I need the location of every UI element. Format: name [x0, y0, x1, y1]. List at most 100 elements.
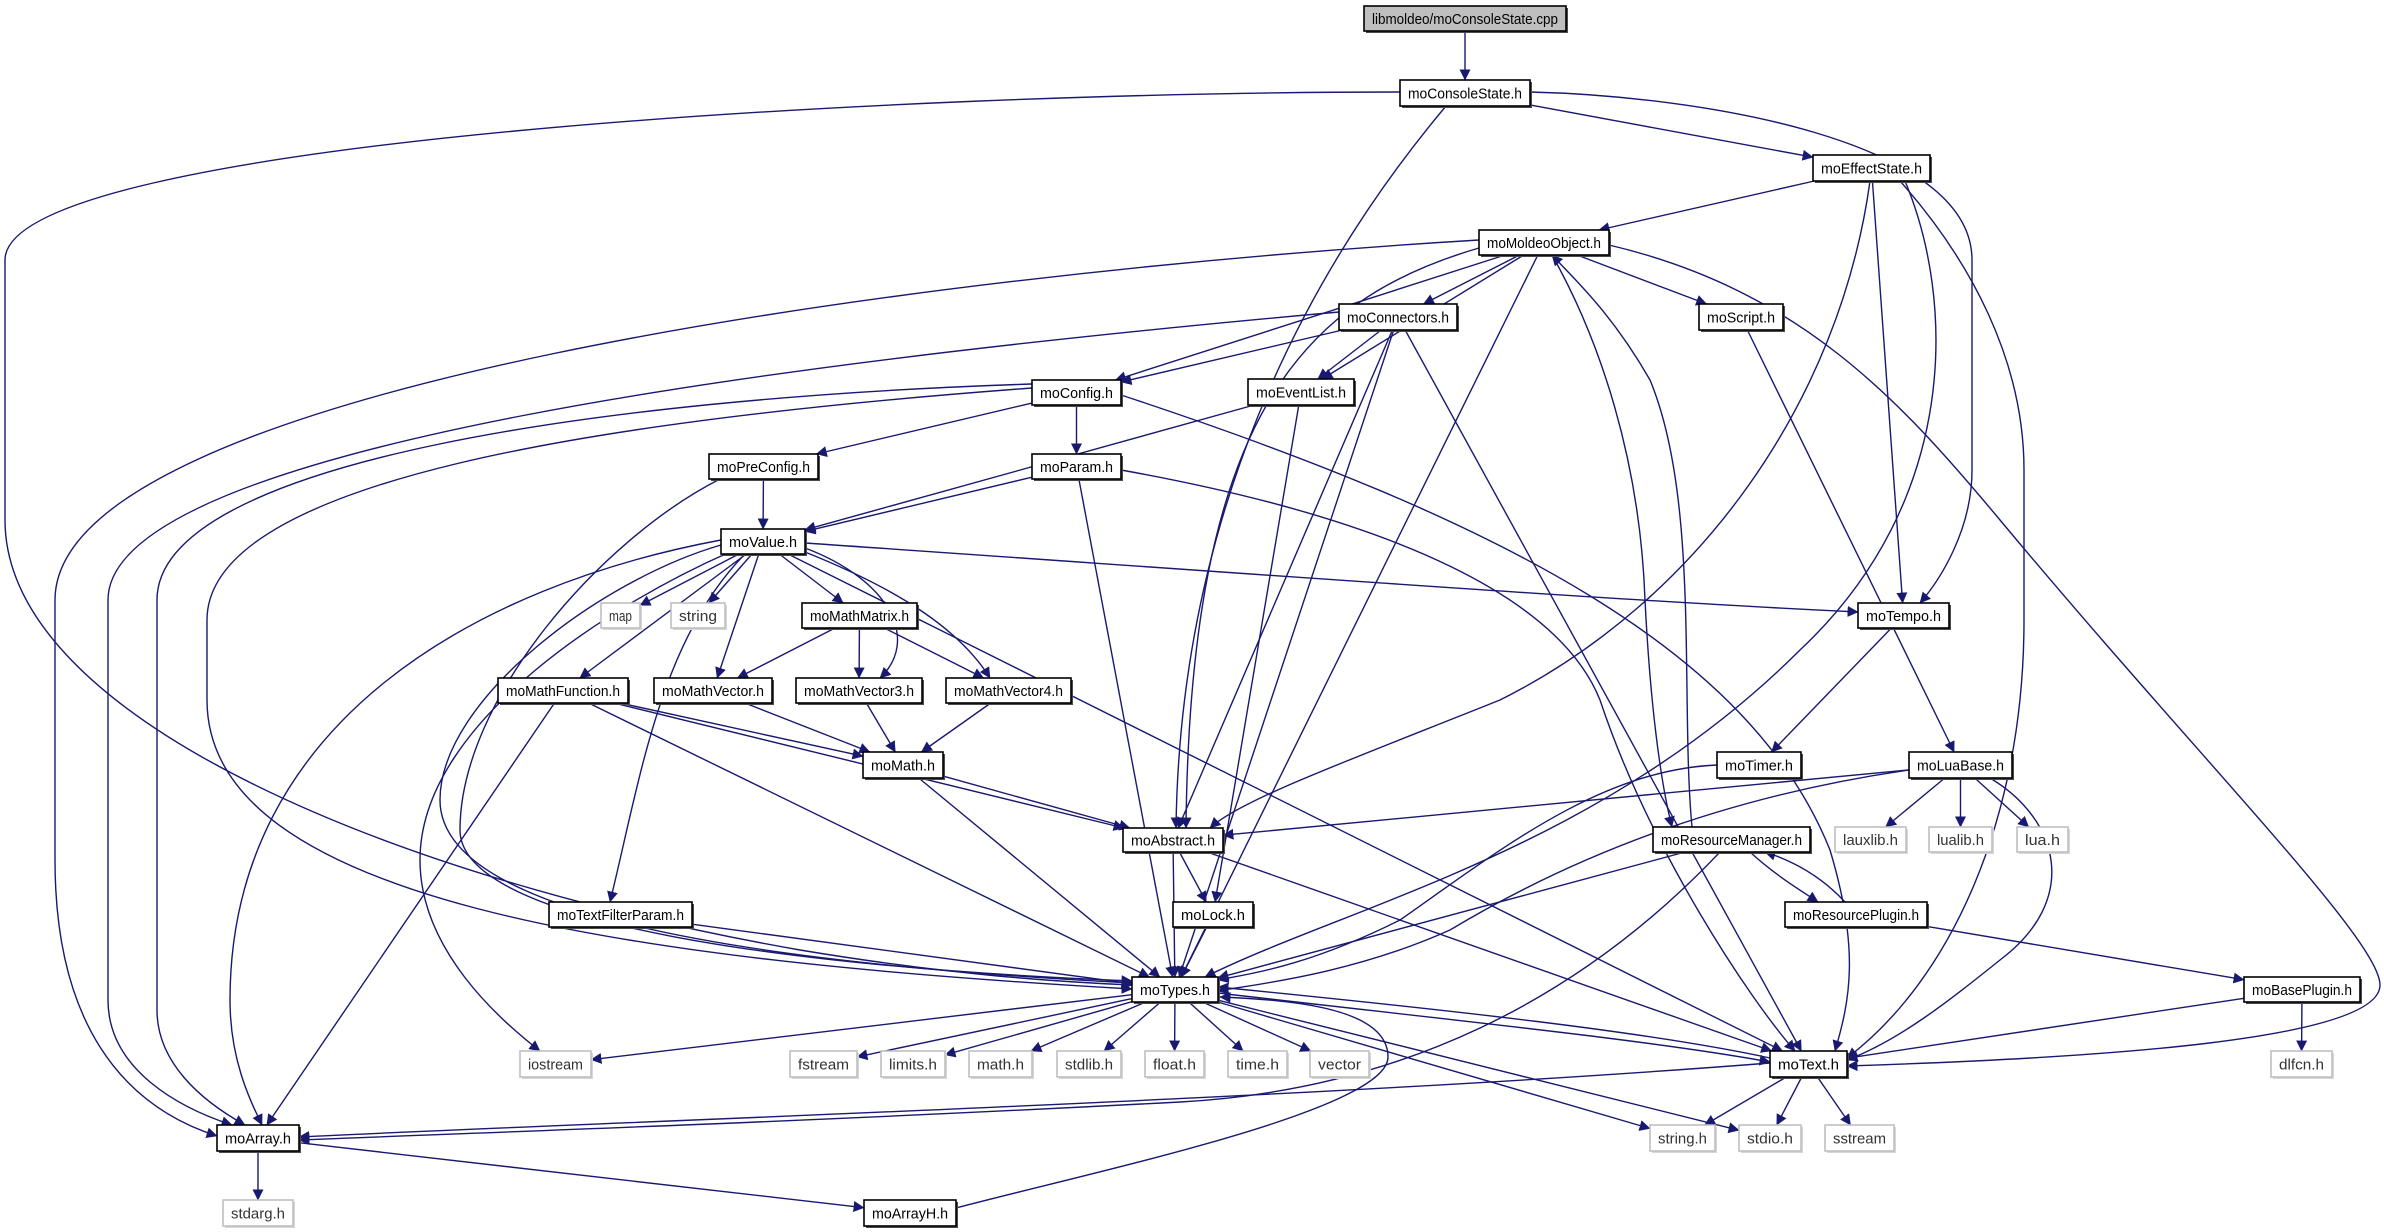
node-sstream: sstream [1824, 1124, 1896, 1153]
node-shadow [1772, 1053, 1849, 1079]
node-motext-h[interactable]: moText.h [1769, 1050, 1849, 1079]
node-momoldeoobject-h[interactable]: moMoldeoObject.h [1478, 229, 1611, 257]
node-vector: vector [1309, 1050, 1371, 1079]
node-shadow [971, 1053, 1034, 1079]
node-label: moArray.h [225, 1131, 291, 1148]
node-label: moPreConfig.h [717, 459, 810, 476]
edge-momoldeoobject-h-to-motypes-h [1180, 254, 1539, 978]
edge-motypes-h-to-stdlib-h [1103, 1001, 1162, 1052]
node-dlfcn-h: dlfcn.h [2270, 1050, 2334, 1079]
node-box [1247, 378, 1355, 406]
edge-motypes-h-to-time-h [1188, 1001, 1244, 1052]
node-moconfig-h[interactable]: moConfig.h [1031, 379, 1123, 407]
edge-moeffectstate-h-to-motext-h [1846, 180, 2025, 1059]
edge-motext-h-to-motypes-h [1217, 982, 1771, 1059]
node-shadow [883, 1053, 947, 1079]
node-libmoldeo-moconsolestate-cpp[interactable]: libmoldeo/moConsoleState.cpp [1363, 5, 1568, 33]
node-motimer-h[interactable]: moTimer.h [1716, 751, 1803, 780]
node-box [968, 1050, 1033, 1078]
node-momathmatrix-h[interactable]: moMathMatrix.h [801, 602, 919, 630]
node-shadow [656, 680, 774, 705]
node-motypes-h[interactable]: moTypes.h [1131, 976, 1220, 1004]
node-box [1363, 5, 1567, 32]
node-box [497, 677, 629, 704]
edge-moresourcemanager-h-to-momoldeoobject-h [1551, 254, 1693, 828]
edge-movalue-h-to-motext-h [787, 553, 1783, 1052]
node-momathvector3-h[interactable]: moMathVector3.h [795, 677, 924, 705]
node-shadow [804, 605, 919, 630]
node-box [1857, 602, 1950, 629]
edge-movalue-h-to-momathmatrix-h [778, 553, 844, 604]
node-moconnectors-h[interactable]: moConnectors.h [1338, 303, 1459, 332]
edge-moconsolestate-h-to-motempo-h [1529, 91, 1973, 604]
node-label: moResourcePlugin.h [1793, 907, 1919, 924]
node-moresourceplugin-h[interactable]: moResourcePlugin.h [1784, 901, 1929, 929]
node-moresourcemanager-h[interactable]: moResourceManager.h [1652, 826, 1812, 854]
node-lauxlib-h: lauxlib.h [1834, 826, 1908, 854]
node-momathvector4-h[interactable]: moMathVector4.h [945, 677, 1073, 705]
node-label: stdio.h [1747, 1131, 1793, 1148]
node-moluabase-h[interactable]: moLuaBase.h [1908, 751, 2014, 780]
node-shadow [1741, 1127, 1803, 1153]
node-label: moTypes.h [1140, 982, 1210, 999]
edge-moluabase-h-to-lauxlib-h [1885, 777, 1946, 828]
node-label: moLuaBase.h [1917, 758, 2004, 775]
node-box [670, 602, 726, 629]
node-box [1784, 901, 1928, 928]
edge-moeventlist-h-to-movalue-h [804, 404, 1255, 533]
node-box [1131, 976, 1219, 1003]
node-label: vector [1318, 1057, 1361, 1074]
edge-moresourcemanager-h-to-moresourceplugin-h [1749, 851, 1819, 903]
node-box [548, 901, 693, 928]
node-label: moArrayH.h [872, 1206, 948, 1223]
node-moarray-h[interactable]: moArray.h [216, 1124, 301, 1153]
node-box [216, 1124, 300, 1152]
node-movalue-h[interactable]: moValue.h [720, 528, 807, 556]
node-box [1227, 1050, 1288, 1078]
node-motempo-h[interactable]: moTempo.h [1857, 602, 1951, 630]
node-moeffectstate-h[interactable]: moEffectState.h [1812, 154, 1932, 183]
edge-moscript-h-to-moluabase-h [1746, 329, 1955, 753]
node-lua-h: lua.h [2016, 826, 2070, 854]
node-moeventlist-h[interactable]: moEventList.h [1247, 378, 1356, 407]
node-shadow [711, 456, 820, 481]
node-mobaseplugin-h[interactable]: moBasePlugin.h [2243, 976, 2362, 1004]
node-lualib-h: lualib.h [1928, 826, 1994, 854]
node-label: moConsoleState.h [1408, 86, 1522, 103]
node-label: string [679, 608, 717, 625]
node-moscript-h[interactable]: moScript.h [1698, 303, 1785, 332]
edge-motypes-h-to-fstream [856, 997, 1133, 1061]
node-momathfunction-h[interactable]: moMathFunction.h [497, 677, 630, 705]
node-moconsolestate-h[interactable]: moConsoleState.h [1399, 79, 1532, 108]
node-shadow [551, 904, 694, 929]
node-moarrayh-h[interactable]: moArrayH.h [863, 1199, 958, 1228]
node-moparam-h[interactable]: moParam.h [1031, 453, 1123, 481]
node-momathvector-h[interactable]: moMathVector.h [653, 677, 774, 705]
node-shadow [1827, 1127, 1896, 1153]
node-shadow [500, 680, 630, 705]
node-motextfilterparam-h[interactable]: moTextFilterParam.h [548, 901, 694, 929]
edge-moconnectors-h-to-moconfig-h [1120, 329, 1343, 386]
node-iostream: iostream [519, 1050, 593, 1079]
node-shadow [1481, 232, 1611, 257]
node-shadow [792, 1053, 859, 1079]
node-layer: libmoldeo/moConsoleState.cpp moConsoleSta… [216, 5, 2362, 1228]
node-shadow [1366, 8, 1568, 33]
edge-movalue-h-to-momathfunction-h [579, 553, 747, 679]
node-box [1031, 453, 1122, 480]
node-box [1338, 303, 1458, 331]
node-time-h: time.h [1227, 1050, 1289, 1079]
node-molock-h[interactable]: moLock.h [1172, 901, 1255, 929]
node-box [1908, 751, 2013, 779]
node-momath-h[interactable]: moMath.h [862, 751, 945, 780]
node-mopreconfig-h[interactable]: moPreConfig.h [708, 453, 820, 481]
edge-movalue-h-to-moarray-h [229, 539, 722, 1126]
node-label: limits.h [889, 1057, 937, 1074]
node-label: time.h [1236, 1057, 1279, 1074]
edge-motypes-h-to-stdio-h [1217, 999, 1740, 1134]
edge-momathmatrix-h-to-momathvector-h [736, 627, 836, 679]
node-box [880, 1050, 946, 1078]
node-label: moTempo.h [1866, 608, 1941, 625]
node-moabstract-h[interactable]: moAbstract.h [1122, 827, 1225, 854]
edge-movalue-h-to-map [639, 553, 740, 606]
